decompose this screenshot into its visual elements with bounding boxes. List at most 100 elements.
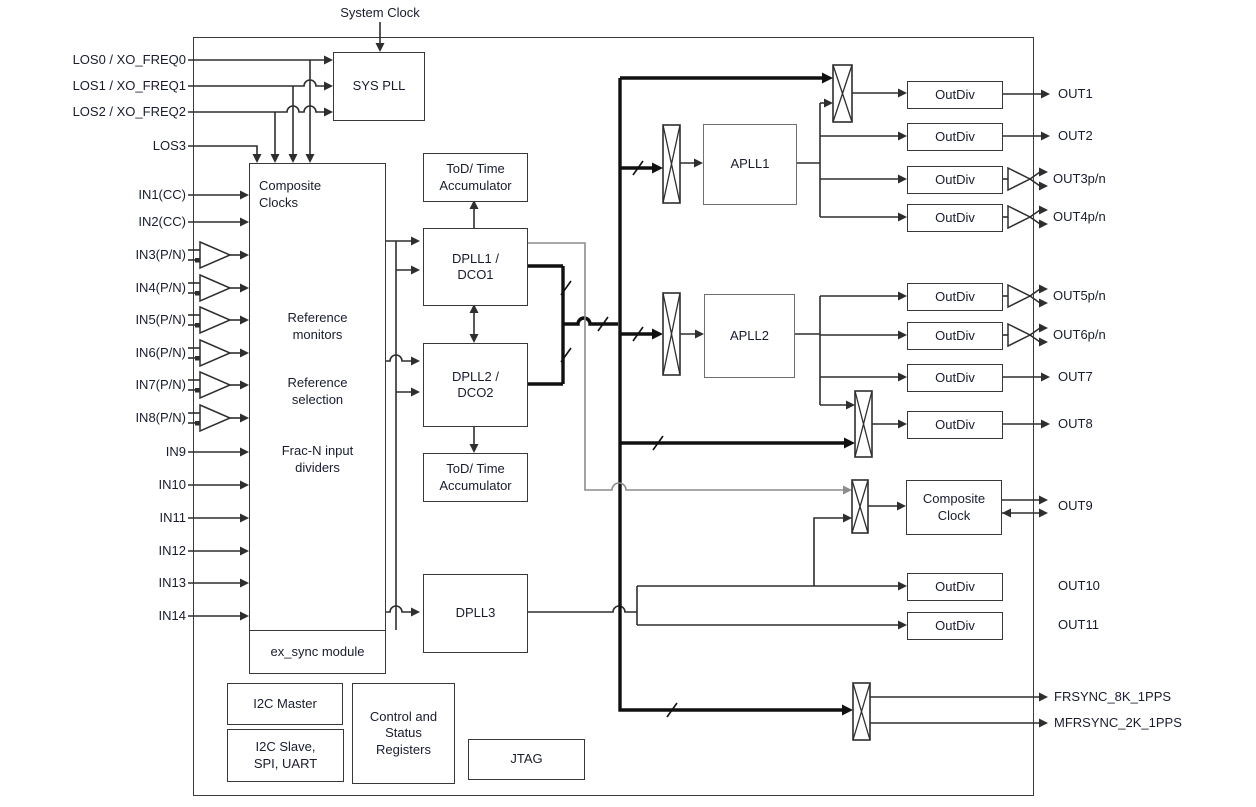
arrowhead bbox=[898, 291, 907, 301]
input-label-in12: IN12 bbox=[158, 543, 186, 558]
arrowhead bbox=[240, 480, 249, 490]
input-label-los2: LOS2 / XO_FREQ2 bbox=[72, 104, 186, 119]
apll2-block: APLL2 bbox=[704, 294, 795, 378]
dpll2-block: DPLL2 / DCO2 bbox=[423, 343, 528, 427]
bus-width-slash bbox=[666, 702, 678, 718]
arrowhead bbox=[240, 217, 249, 227]
sys-pll-label: SYS PLL bbox=[352, 78, 406, 94]
input-label-in11: IN11 bbox=[159, 510, 187, 525]
reference-selection-label: Reference selection bbox=[287, 375, 348, 407]
arrowhead bbox=[1039, 205, 1048, 215]
wire bbox=[384, 354, 417, 362]
outdiv-block-out10: OutDiv bbox=[907, 573, 1003, 601]
outdiv-block-out1: OutDiv bbox=[907, 81, 1003, 109]
arrowhead bbox=[1041, 89, 1050, 99]
outdiv-block-out2: OutDiv bbox=[907, 123, 1003, 151]
apll2-label: APLL2 bbox=[729, 327, 770, 343]
arrowhead bbox=[240, 413, 249, 423]
arrowhead bbox=[1039, 167, 1048, 177]
input-buffer bbox=[199, 305, 232, 335]
output-label-frsync: FRSYNC_8K_1PPS bbox=[1054, 689, 1172, 704]
output-label-out3: OUT3p/n bbox=[1053, 171, 1106, 186]
arrowhead bbox=[1039, 508, 1048, 518]
arrowhead bbox=[240, 380, 249, 390]
outdiv-block-out8: OutDiv bbox=[907, 411, 1003, 439]
input-buffer bbox=[199, 273, 232, 303]
outdiv-label: OutDiv bbox=[935, 617, 975, 633]
outdiv-label: OutDiv bbox=[935, 327, 975, 343]
output-label-out9: OUT9 bbox=[1058, 498, 1093, 513]
outdiv-block-out11: OutDiv bbox=[907, 612, 1003, 640]
arrowhead bbox=[898, 372, 907, 382]
arrowhead bbox=[411, 265, 420, 275]
bus-width-slash bbox=[597, 316, 609, 332]
arrowhead bbox=[898, 581, 907, 591]
junction-dot bbox=[195, 388, 200, 393]
junction-dot bbox=[195, 323, 200, 328]
output-buffer bbox=[1007, 322, 1032, 348]
arrowhead bbox=[843, 485, 852, 495]
arrowhead bbox=[694, 158, 703, 168]
output-label-out10: OUT10 bbox=[1058, 578, 1100, 593]
dpll2-label: DPLL2 / DCO2 bbox=[452, 368, 499, 400]
arrowhead bbox=[324, 81, 333, 91]
arrowhead bbox=[898, 88, 907, 98]
arrowhead bbox=[1039, 692, 1048, 702]
input-label-in2: IN2(CC) bbox=[138, 214, 186, 229]
bus-wire bbox=[563, 316, 618, 326]
arrowhead bbox=[1002, 508, 1011, 518]
outdiv-block-out3: OutDiv bbox=[907, 166, 1003, 194]
arrowhead bbox=[469, 444, 479, 453]
outdiv-label: OutDiv bbox=[935, 86, 975, 102]
outdiv-label: OutDiv bbox=[935, 128, 975, 144]
arrowhead bbox=[1041, 372, 1050, 382]
tod-top-label: ToD/ Time Accumulator bbox=[439, 161, 512, 193]
arrowhead bbox=[240, 315, 249, 325]
arrowhead bbox=[240, 348, 249, 358]
input-label-los1: LOS1 / XO_FREQ1 bbox=[72, 78, 186, 93]
output-label-out5: OUT5p/n bbox=[1053, 288, 1106, 303]
arrowhead bbox=[240, 283, 249, 293]
arrowhead bbox=[1039, 298, 1048, 308]
arrowhead bbox=[411, 236, 420, 246]
mux-frsync-x bbox=[852, 682, 871, 741]
dpll1-aux-wire bbox=[526, 242, 844, 491]
arrowhead bbox=[898, 330, 907, 340]
composite-clocks-label: Composite Clocks bbox=[259, 178, 322, 210]
wire bbox=[384, 605, 417, 613]
system-clock-label: System Clock bbox=[340, 5, 420, 20]
bus-width-slash bbox=[560, 347, 572, 363]
bus-wire bbox=[618, 78, 846, 712]
outdiv-label: OutDiv bbox=[935, 578, 975, 594]
input-label-in4: IN4(P/N) bbox=[135, 280, 186, 295]
outdiv-block-out4: OutDiv bbox=[907, 204, 1003, 232]
tod-bottom-label: ToD/ Time Accumulator bbox=[439, 461, 512, 493]
arrowhead bbox=[469, 200, 479, 209]
output-label-out2: OUT2 bbox=[1058, 128, 1093, 143]
arrowhead bbox=[411, 607, 420, 617]
arrowhead bbox=[1039, 219, 1048, 229]
bus-width-slash bbox=[632, 326, 644, 342]
input-label-los3: LOS3 bbox=[152, 138, 186, 153]
arrowhead bbox=[695, 329, 704, 339]
junction-dot bbox=[195, 421, 200, 426]
arrowhead bbox=[411, 387, 420, 397]
arrowhead bbox=[822, 72, 833, 84]
input-label-in13: IN13 bbox=[158, 575, 186, 590]
outdiv-label: OutDiv bbox=[935, 369, 975, 385]
dpll3-block: DPLL3 bbox=[423, 574, 528, 653]
wire bbox=[188, 105, 330, 113]
apll1-block: APLL1 bbox=[703, 124, 797, 205]
input-label-in3: IN3(P/N) bbox=[135, 247, 186, 262]
input-label-in10: IN10 bbox=[158, 477, 186, 492]
output-label-out6: OUT6p/n bbox=[1053, 327, 1106, 342]
arrowhead bbox=[252, 154, 262, 163]
arrowhead bbox=[240, 546, 249, 556]
input-label-in9: IN9 bbox=[165, 444, 186, 459]
arrowhead bbox=[842, 704, 853, 716]
composite-clock-block: Composite Clock bbox=[906, 480, 1002, 535]
arrowhead bbox=[898, 212, 907, 222]
mux-apll2-x bbox=[662, 292, 681, 376]
control-status-label: Control and Status Registers bbox=[369, 709, 438, 757]
output-label-out7: OUT7 bbox=[1058, 369, 1093, 384]
